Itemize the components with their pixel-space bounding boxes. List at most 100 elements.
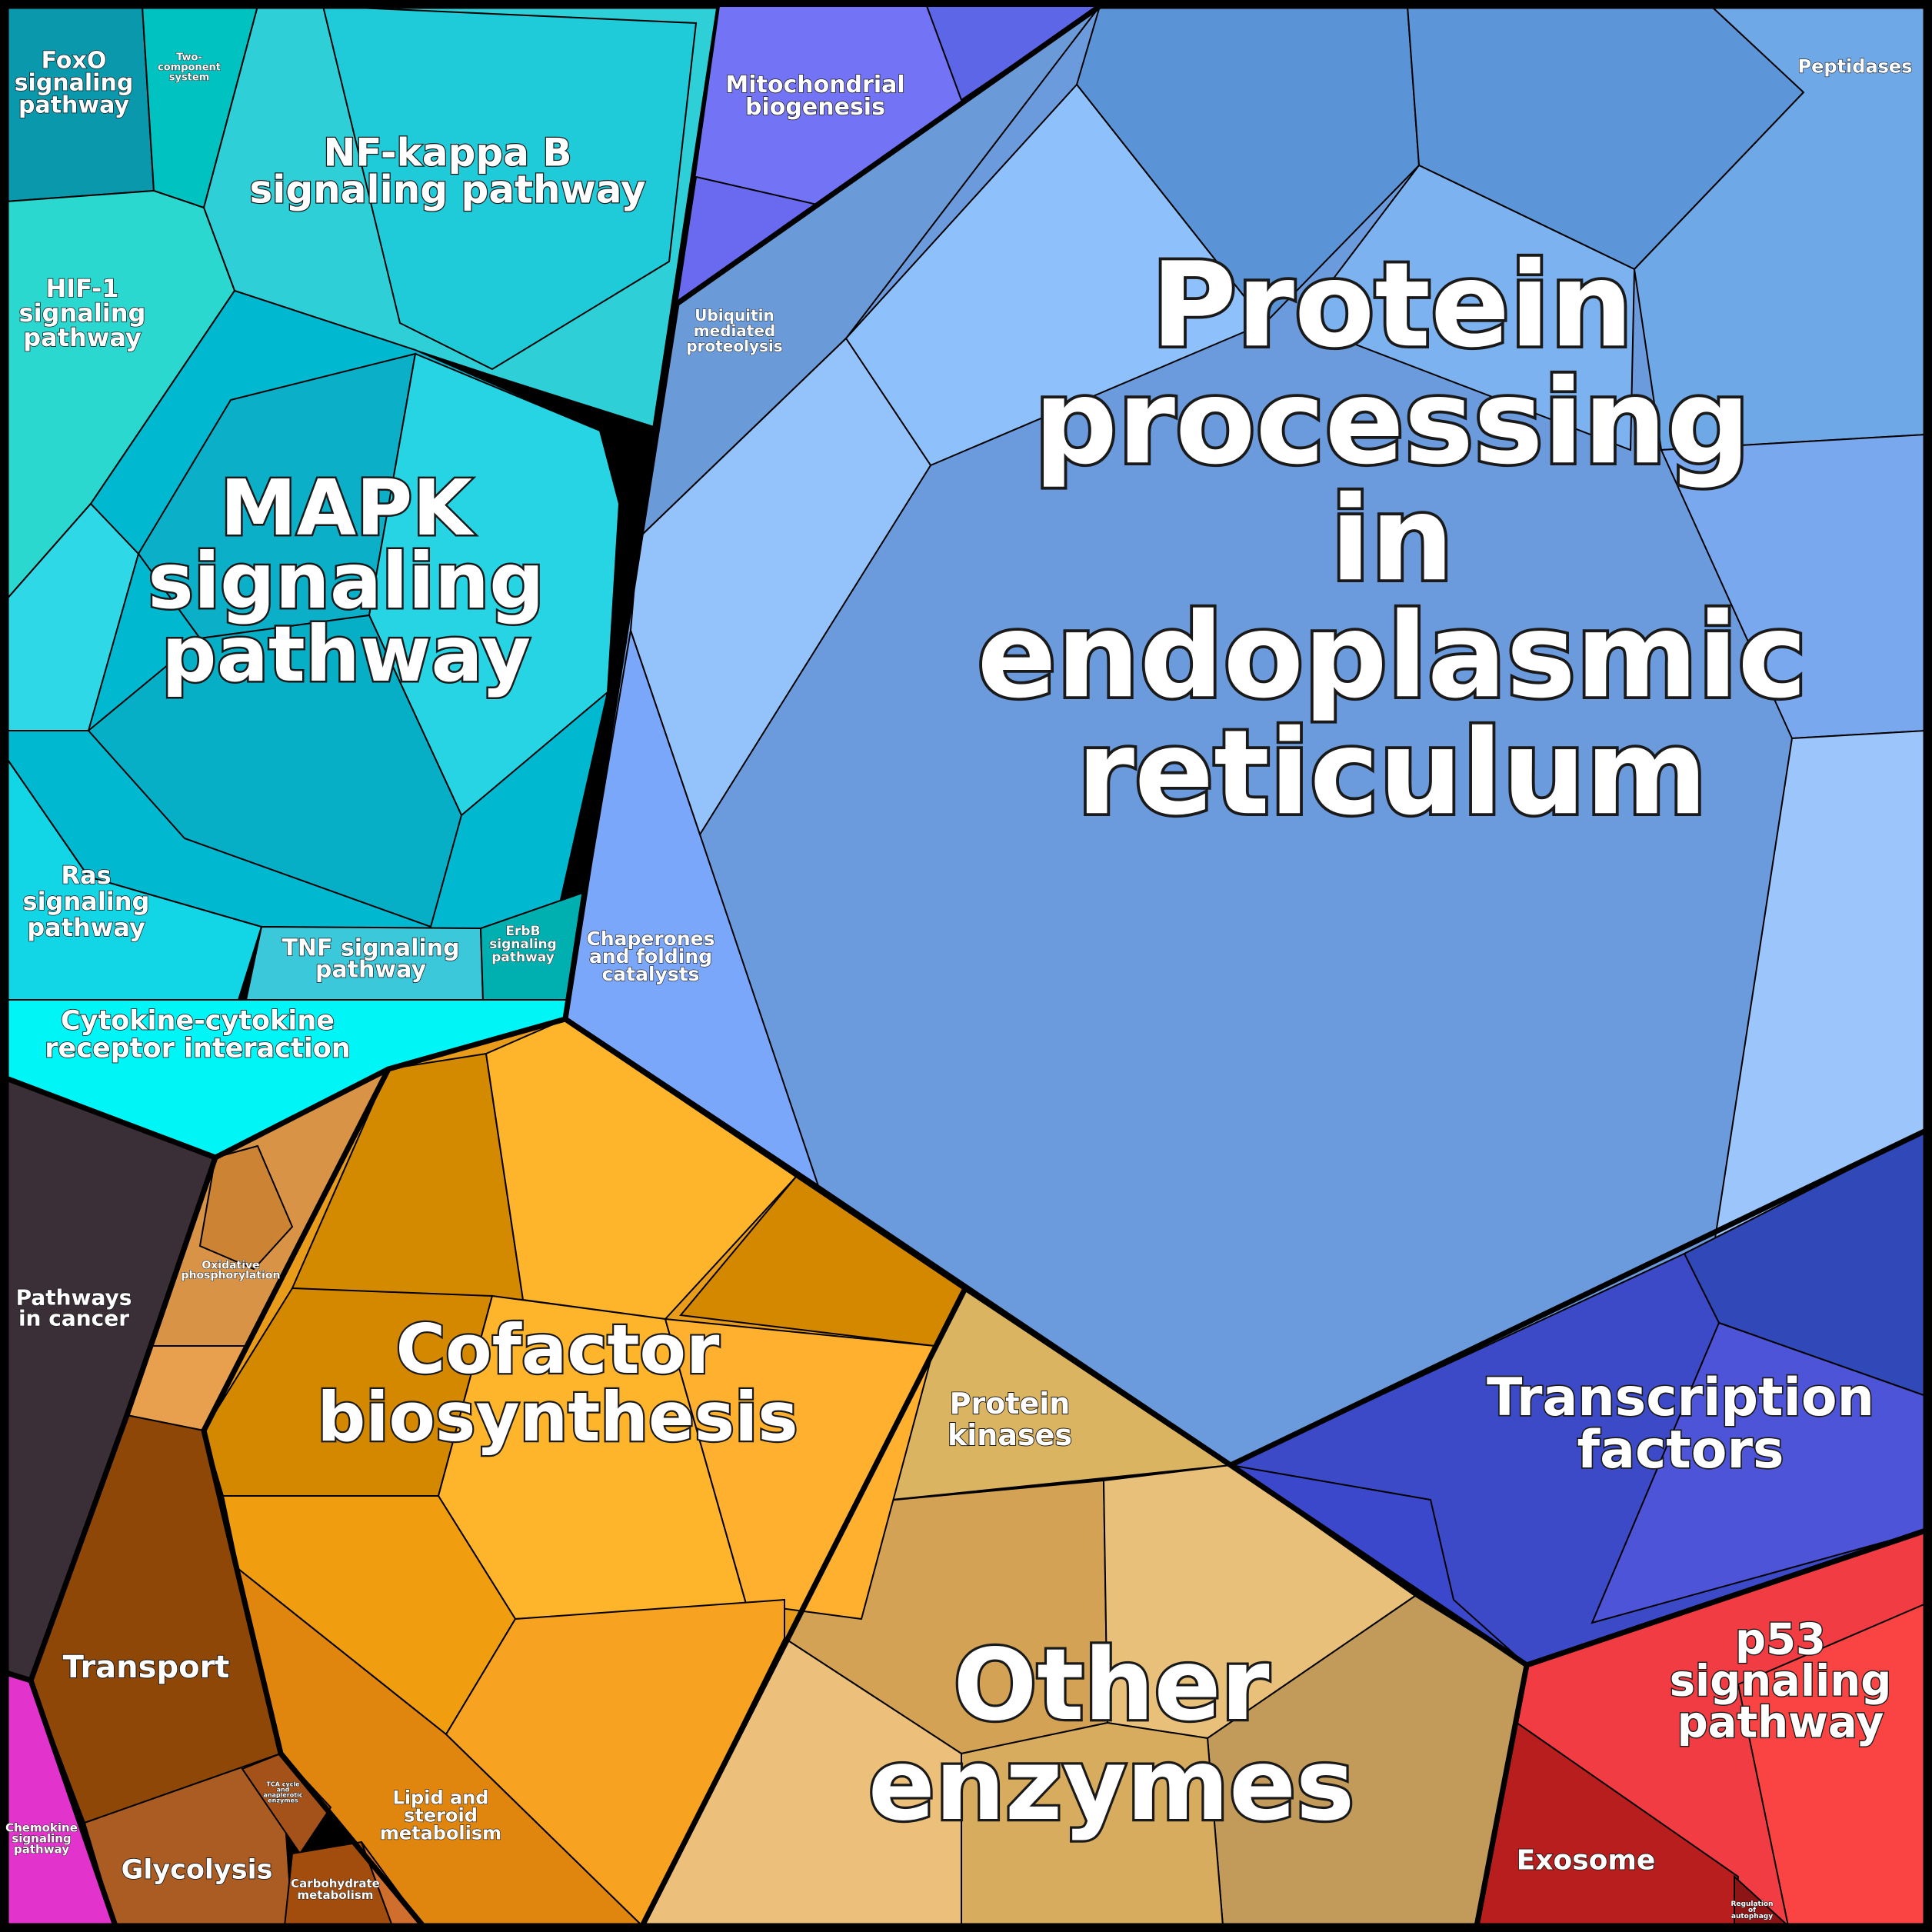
- label-line: ErbB: [505, 924, 540, 939]
- label-glycolysis: Glycolysis: [122, 1854, 273, 1885]
- label-line: signaling: [12, 1831, 71, 1845]
- label-line: HIF-1: [45, 274, 118, 303]
- label-peptidases: Peptidases: [1798, 55, 1913, 77]
- label-line: Transcription: [1487, 1367, 1874, 1428]
- label-line: pathway: [315, 957, 426, 984]
- label-line: FoxO: [42, 48, 107, 75]
- label-line: metabolism: [298, 1888, 374, 1902]
- label-line: anaplerotic: [263, 1791, 302, 1798]
- label-line: Chaperones: [586, 928, 715, 950]
- label-line: kinases: [948, 1418, 1072, 1452]
- mapk-region: [3, 3, 722, 1161]
- label-line: pathway: [27, 913, 145, 942]
- label-line: Exosome: [1517, 1845, 1656, 1877]
- label-line: reticulum: [1077, 705, 1707, 841]
- label-line: Lipid and: [393, 1787, 489, 1808]
- label-line: signaling: [148, 536, 544, 626]
- protein-region: [562, 3, 1929, 1468]
- label-line: Ubiquitin: [695, 306, 774, 325]
- label-line: catalysts: [601, 963, 699, 985]
- label-line: mediated: [694, 321, 776, 340]
- label-line: Pathways: [16, 1284, 132, 1310]
- energy-region: [28, 1066, 426, 1929]
- label-line: TCA cycle: [266, 1780, 300, 1787]
- label-line: processing: [1034, 354, 1750, 490]
- cell-nfkb-b[interactable]: [321, 5, 698, 371]
- label-line: in: [1331, 471, 1454, 607]
- label-line: NF-kappa B: [323, 131, 571, 175]
- cell-cof-f[interactable]: [664, 1317, 936, 1621]
- label-line: Transport: [63, 1650, 230, 1685]
- cell-mapk-d[interactable]: [87, 614, 463, 928]
- label-line: factors: [1577, 1420, 1784, 1481]
- label-line: Protein: [950, 1387, 1071, 1421]
- label-line: Protein: [1151, 237, 1634, 373]
- label-line: Two-: [176, 52, 202, 64]
- label-line: component: [158, 62, 221, 74]
- label-line: receptor interaction: [45, 1033, 350, 1064]
- label-line: and folding: [589, 945, 712, 968]
- label-line: MAPK: [220, 463, 475, 553]
- label-line: endoplasmic: [977, 588, 1807, 724]
- label-line: Cofactor: [396, 1310, 720, 1389]
- label-line: of: [1748, 1907, 1756, 1914]
- p53-region: [1474, 1527, 1929, 1929]
- label-line: enzymes: [868, 1728, 1354, 1843]
- cofactor-region: [201, 1016, 968, 1929]
- label-line: signaling: [23, 887, 150, 916]
- label-line: Glycolysis: [122, 1854, 273, 1885]
- label-line: pathway: [14, 1842, 69, 1856]
- label-line: signaling: [489, 937, 557, 952]
- label-line: biosynthesis: [317, 1377, 798, 1457]
- label-line: Peptidases: [1798, 55, 1913, 77]
- label-line: autophagy: [1731, 1913, 1773, 1920]
- label-line: pathway: [491, 950, 555, 965]
- label-line: enzymes: [268, 1797, 298, 1804]
- label-line: signaling: [19, 298, 146, 328]
- label-line: pathway: [23, 323, 142, 352]
- label-line: Carbohydrate: [291, 1877, 380, 1890]
- cell-other-e[interactable]: [961, 1721, 1224, 1927]
- cell-oxphos-b[interactable]: [198, 1144, 294, 1271]
- label-line: pathway: [1677, 1698, 1884, 1748]
- label-line: signaling: [15, 70, 134, 97]
- label-line: Cytokine-cytokine: [61, 1005, 335, 1036]
- cell-tca[interactable]: [241, 1752, 332, 1855]
- label-line: Regulation: [1730, 1900, 1773, 1908]
- label-line: Ras: [61, 861, 111, 890]
- label-line: steroid: [404, 1804, 478, 1826]
- label-line: pathway: [18, 92, 129, 119]
- label-line: and: [277, 1786, 290, 1793]
- label-line: TNF signaling: [281, 935, 459, 962]
- label-line: Oxidative: [202, 1259, 259, 1271]
- cell-prot-light2[interactable]: [1298, 164, 1636, 451]
- label-line: signaling pathway: [249, 168, 645, 212]
- label-exosome: Exosome: [1517, 1845, 1656, 1877]
- label-line: proteolysis: [686, 337, 782, 355]
- label-line: pathway: [162, 609, 531, 699]
